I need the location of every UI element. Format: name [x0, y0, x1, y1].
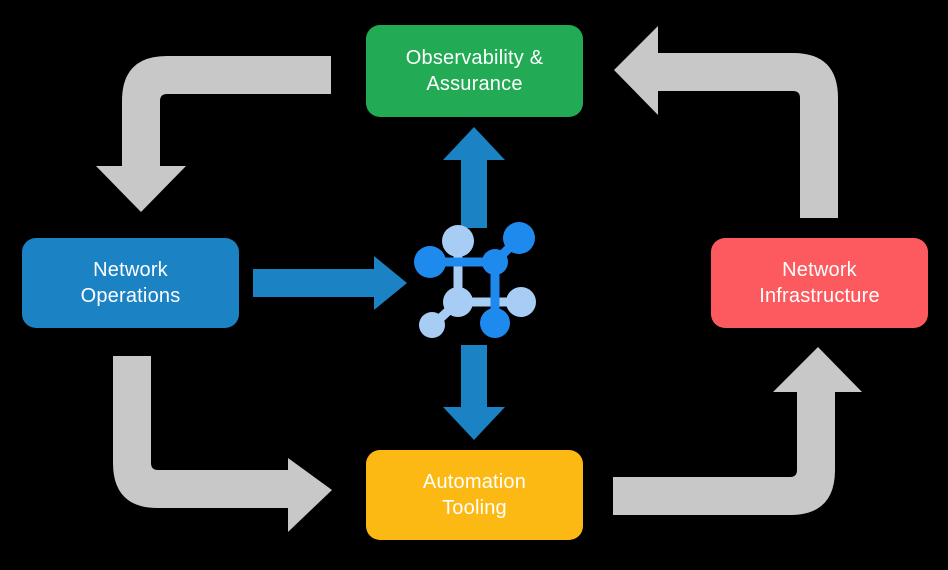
node-label-network-operations: Network Operations — [80, 258, 181, 307]
node-box-observability[interactable]: Observability & Assurance — [366, 25, 583, 117]
arrow-observability-to-operations — [96, 56, 331, 212]
arrow-operations-to-center — [253, 256, 407, 310]
node-label-network-infrastructure: Network Infrastructure — [759, 258, 880, 307]
node-box-network-infrastructure[interactable]: Network Infrastructure — [711, 238, 928, 328]
arrow-automation-to-infrastructure — [613, 347, 862, 515]
node-label-automation-tooling: Automation Tooling — [422, 470, 527, 519]
arrow-operations-to-automation — [113, 356, 332, 532]
network-topology-icon — [414, 222, 536, 338]
node-box-automation-tooling[interactable]: Automation Tooling — [366, 450, 583, 540]
node-box-network-operations[interactable]: Network Operations — [22, 238, 239, 328]
arrow-center-to-automation — [443, 345, 505, 440]
node-label-observability: Observability & Assurance — [405, 46, 544, 95]
network-icon-nodes-primary — [414, 222, 535, 338]
arrow-infrastructure-to-observability — [614, 26, 838, 218]
arrow-center-to-observability — [443, 127, 505, 228]
network-icon-nodes-secondary — [419, 225, 536, 338]
